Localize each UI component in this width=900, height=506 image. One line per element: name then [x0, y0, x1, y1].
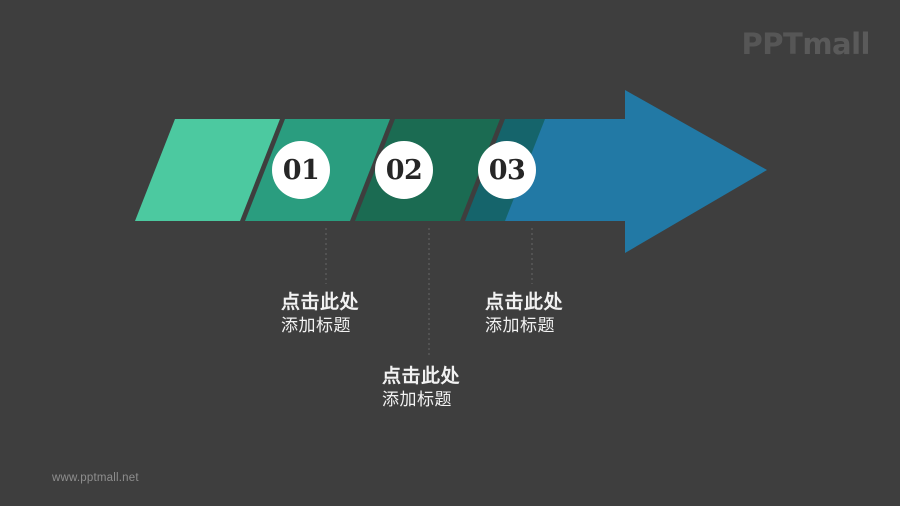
step-badge-02-label: 02 — [385, 154, 423, 186]
step-badge-01[interactable]: 01 — [272, 141, 330, 199]
arrow-head[interactable] — [505, 90, 767, 253]
step-caption-03-title: 点击此处 — [485, 292, 564, 313]
step-caption-01-title: 点击此处 — [281, 292, 360, 313]
step-caption-01[interactable]: 点击此处 添加标题 — [281, 290, 359, 338]
logo-text-mall: mall — [802, 27, 870, 61]
step-caption-02-title: 点击此处 — [382, 366, 461, 387]
step-caption-03[interactable]: 点击此处 添加标题 — [485, 290, 563, 338]
arrow-segment-1[interactable] — [135, 119, 280, 221]
step-badge-01-label: 01 — [282, 154, 320, 186]
logo-text-ppt: PPT — [741, 27, 803, 61]
step-badge-02[interactable]: 02 — [375, 141, 433, 199]
step-badge-03-label: 03 — [488, 154, 526, 186]
site-watermark: www.pptmall.net — [52, 472, 139, 484]
step-caption-01-subtitle: 添加标题 — [281, 316, 351, 336]
step-badge-03[interactable]: 03 — [478, 141, 536, 199]
pptmall-logo: PPTmall — [741, 27, 871, 61]
step-caption-02-subtitle: 添加标题 — [382, 390, 452, 410]
step-caption-03-subtitle: 添加标题 — [485, 316, 555, 336]
step-caption-02[interactable]: 点击此处 添加标题 — [382, 364, 460, 412]
